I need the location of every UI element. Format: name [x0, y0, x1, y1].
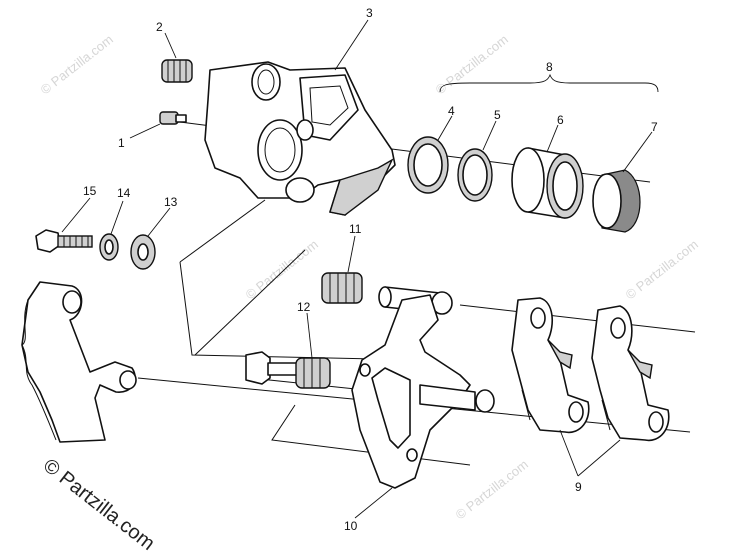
callout-13: 13: [164, 195, 178, 209]
callout-1: 1: [118, 136, 125, 150]
leader-lines: [61, 19, 653, 519]
watermark-faint-3: © Partzilla.com: [243, 237, 321, 303]
part-9-pad-right: [591, 305, 670, 442]
frame-bracket: [21, 281, 137, 443]
callout-8: 8: [546, 60, 553, 74]
watermark-faint-4: © Partzilla.com: [623, 237, 701, 303]
callout-15: 15: [83, 184, 97, 198]
callout-2: 2: [156, 20, 163, 34]
watermark-faint-5: © Partzilla.com: [453, 457, 531, 523]
callout-6: 6: [557, 113, 564, 127]
part-11-sleeve: [321, 272, 363, 304]
callout-9: 9: [575, 480, 582, 494]
part-14-lock-washer: [99, 233, 119, 261]
part-5-seal: [457, 148, 493, 202]
callout-14: 14: [117, 186, 131, 200]
part-10-caliper-bracket: [351, 294, 495, 489]
part-6-piston: [511, 147, 584, 219]
group-bracket-8: [439, 73, 659, 93]
callout-4: 4: [448, 104, 455, 118]
watermark-main: © Partzilla.com: [39, 455, 159, 553]
part-3-caliper-body: [204, 61, 396, 216]
callout-10: 10: [344, 519, 358, 533]
callouts: 1 2 3 4 5 6 7 8 9 10 11 12 13 14 15: [83, 6, 658, 533]
watermark-faint-2: © Partzilla.com: [433, 32, 511, 98]
callout-11: 11: [349, 222, 362, 236]
part-4-seal: [407, 136, 449, 194]
watermark-faint-1: © Partzilla.com: [38, 32, 116, 98]
part-1-fitting: [159, 111, 187, 125]
callout-3: 3: [366, 6, 373, 20]
callout-7: 7: [651, 120, 658, 134]
part-13-washer: [130, 234, 156, 270]
part-15-bolt: [35, 229, 93, 253]
part-12-pin-boot: [245, 351, 331, 389]
callout-12: 12: [297, 300, 311, 314]
part-2-bleeder-screw: [161, 59, 193, 83]
callout-5: 5: [494, 108, 501, 122]
part-7-cap: [592, 169, 641, 233]
